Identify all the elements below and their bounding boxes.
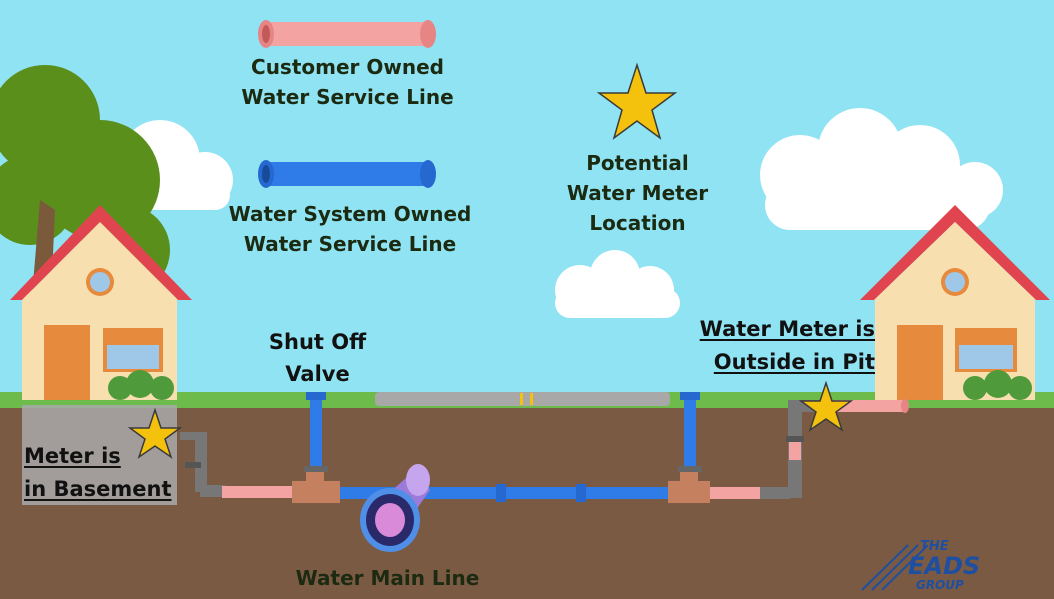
eads-group-logo: THE EADS GROUP — [898, 539, 1023, 593]
potential-meter-line-3: Location — [589, 211, 686, 235]
water-main-label: Water Main Line — [290, 563, 485, 593]
star-icon — [596, 62, 678, 140]
valve-icon — [668, 392, 710, 503]
meter-basement-line-1: Meter is — [24, 444, 121, 468]
star-icon — [798, 380, 854, 432]
logo-group: GROUP — [916, 578, 964, 592]
meter-outside-line-1: Water Meter is — [699, 317, 875, 341]
shut-off-valve-label: Shut Off Valve — [255, 326, 380, 390]
pipe-icon — [258, 160, 436, 188]
meter-outside-label: Water Meter is Outside in Pit — [690, 313, 875, 379]
house-icon — [860, 205, 1050, 400]
legend-customer-line-1: Customer Owned — [251, 55, 444, 79]
legend-customer-line-label: Customer Owned Water Service Line — [240, 52, 455, 112]
legend-customer-line-2: Water Service Line — [241, 85, 454, 109]
logo-eads: EADS — [908, 552, 981, 580]
shut-off-valve-line-1: Shut Off — [268, 330, 367, 354]
potential-meter-line-1: Potential — [586, 151, 689, 175]
potential-meter-label: Potential Water Meter Location — [550, 148, 725, 238]
cloud-icon — [555, 250, 680, 318]
legend-system-line-2: Water Service Line — [243, 232, 457, 256]
pipe-icon — [258, 20, 436, 48]
house-icon — [10, 205, 192, 400]
logo-the: THE — [920, 539, 949, 554]
meter-outside-line-2: Outside in Pit — [713, 350, 875, 374]
star-icon — [127, 407, 183, 459]
meter-basement-line-2: in Basement — [24, 477, 172, 501]
potential-meter-line-2: Water Meter — [566, 181, 709, 205]
logo-stripes — [861, 544, 929, 591]
customer-pipe-left — [180, 432, 292, 498]
legend-system-line-1: Water System Owned — [228, 202, 472, 226]
valve-icon — [292, 392, 340, 503]
legend-system-line-label: Water System Owned Water Service Line — [225, 199, 475, 259]
meter-basement-label: Meter is in Basement — [24, 440, 174, 506]
water-main-text: Water Main Line — [295, 566, 480, 590]
cloud-icon — [760, 108, 1003, 230]
water-main-icon — [360, 464, 430, 552]
shut-off-valve-line-2: Valve — [285, 362, 350, 386]
